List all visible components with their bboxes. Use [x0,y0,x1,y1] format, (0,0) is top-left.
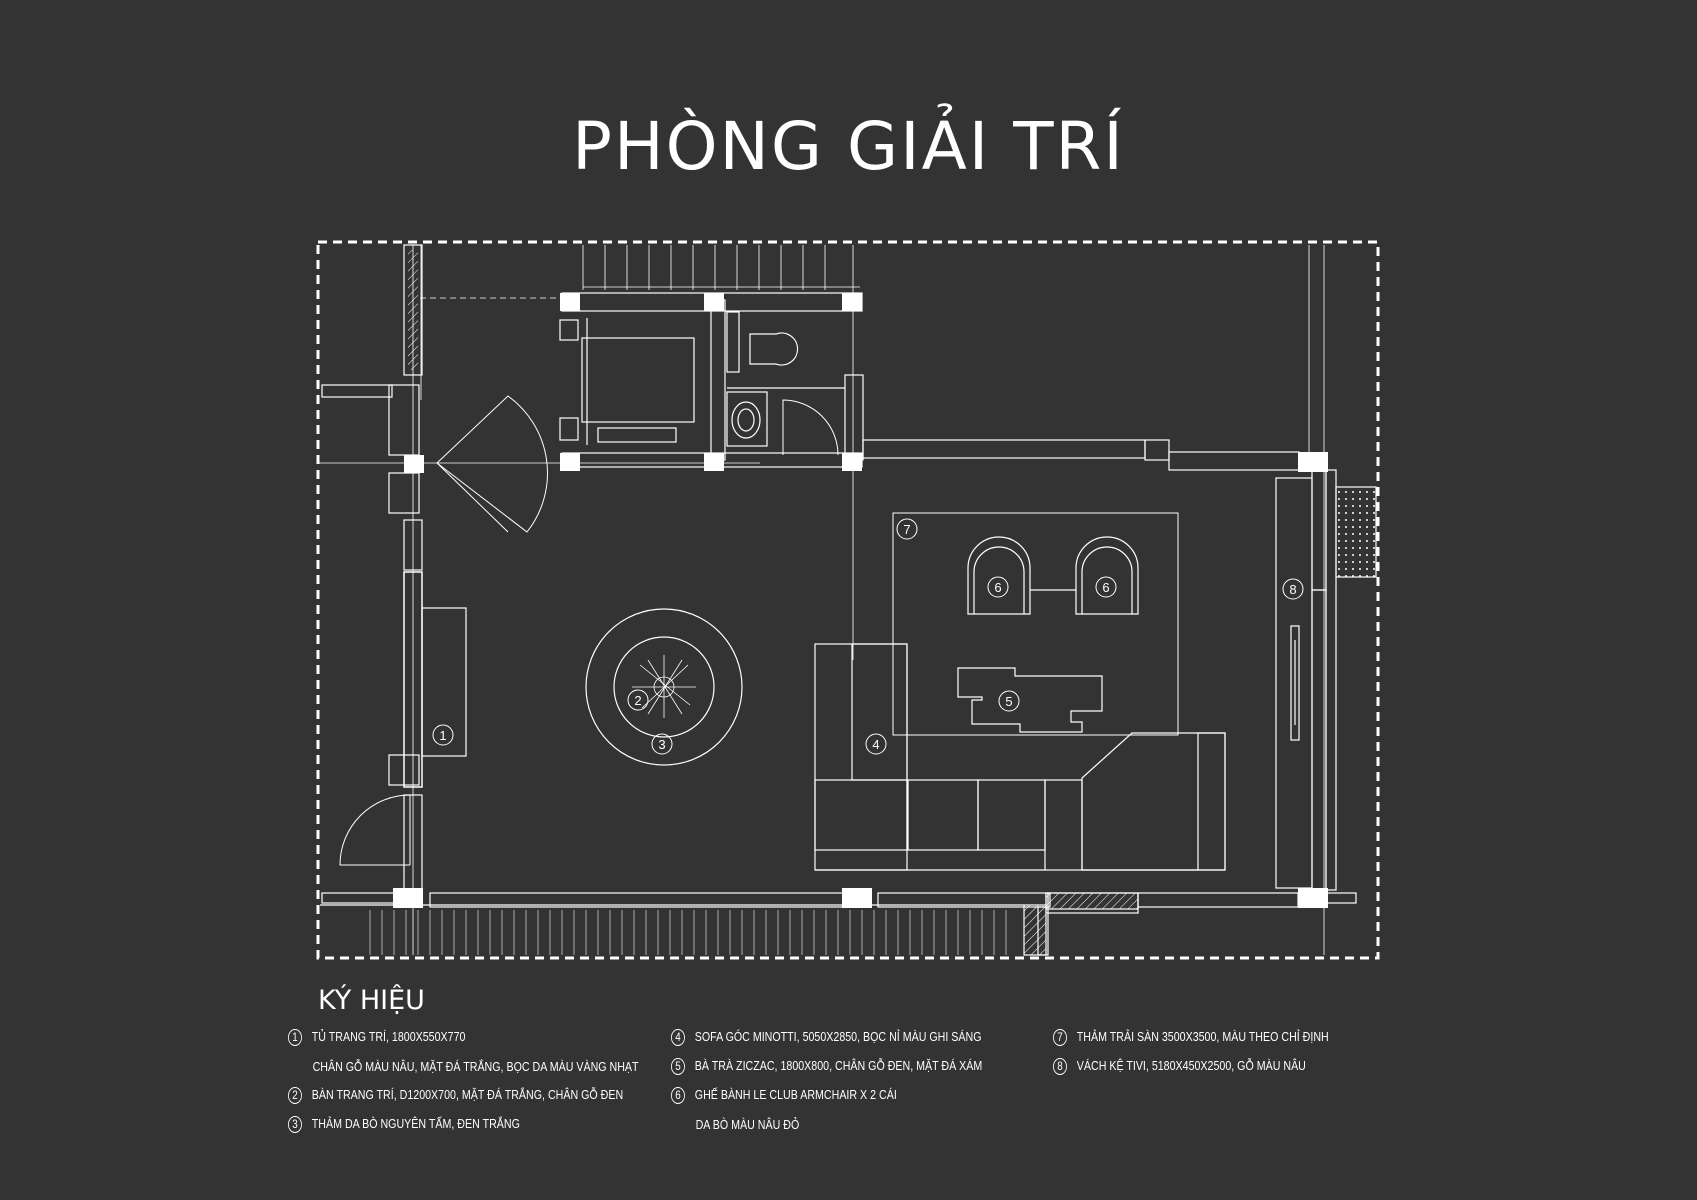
legend-item-8: 8 VÁCH KỆ TIVI, 5180X450X2500, GỖ MÀU NÂU [1053,1051,1306,1081]
floor-rug [892,512,1179,736]
marker-8 [1282,578,1304,600]
legend-text: SOFA GÓC MINOTTI, 5050X2850, BỌC NỈ MÀU … [694,1029,982,1044]
marker-1 [432,724,454,746]
page-title: PHÒNG GIẢI TRÍ [572,108,1125,185]
legend-text: CHÂN GỖ MÀU NÂU, MẶT ĐÁ TRẮNG, BỌC DA MÀ… [312,1059,639,1074]
legend-item-1: 1 TỦ TRANG TRÍ, 1800X550X770 CHÂN GỖ MÀU … [288,1022,639,1082]
marker-7 [896,518,918,540]
marker-label-4: 4 [872,737,879,752]
marker-3 [651,733,673,755]
legend-item-3: 3 THẢM DA BÒ NGUYÊN TẤM, ĐEN TRẮNG [288,1109,520,1139]
legend-text: TỦ TRANG TRÍ, 1800X550X770 [311,1029,466,1044]
legend-item-5: 5 BÀ TRÀ ZICZAC, 1800X800, CHÂN GỖ ĐEN, M… [671,1051,982,1081]
marker-5 [998,690,1020,712]
marker-2 [627,689,649,711]
marker-label-6a: 6 [994,580,1001,595]
doors [339,395,839,866]
plan-boundary [316,240,1380,960]
legend-num: 2 [288,1086,302,1104]
legend-text: GHẾ BÀNH LE CLUB ARMCHAIR X 2 CÁI [694,1087,897,1102]
bottom-stair-treads [369,910,1007,955]
legend-item-6: 6 GHẾ BÀNH LE CLUB ARMCHAIR X 2 CÁI DA BÒ… [671,1080,897,1140]
legend-num: 3 [288,1115,302,1133]
legend-num: 8 [1053,1057,1067,1075]
legend-text: BÀN TRANG TRÍ, D1200X700, MẶT ĐÁ TRẮNG, … [311,1087,624,1102]
legend-text: THẢM TRẢI SÀN 3500X3500, MÀU THEO CHỈ ĐỊ… [1076,1029,1329,1044]
marker-label-2: 2 [634,693,641,708]
round-rug [585,608,743,766]
marker-label-7: 7 [903,522,910,537]
legend-num: 6 [671,1086,685,1104]
marker-label-5: 5 [1005,694,1012,709]
legend-text: DA BÒ MÀU NÂU ĐỎ [695,1117,800,1132]
storage-interior [559,318,695,445]
marker-label-6b: 6 [1102,580,1109,595]
plant [632,655,696,718]
marker-6b [1095,576,1117,598]
grid-axes [318,245,1325,955]
wall-hatch-left [408,250,418,370]
legend-item-7: 7 THẢM TRẢI SÀN 3500X3500, MÀU THEO CHỈ Đ… [1053,1022,1329,1052]
toilet-interior [726,311,845,447]
legend-title: KÝ HIỆU [318,985,425,1016]
corner-sofa [814,643,1226,871]
decor-cabinet [421,607,467,757]
legend-text: THẢM DA BÒ NGUYÊN TẤM, ĐEN TRẮNG [311,1116,520,1131]
walls [320,244,1357,956]
marker-4 [865,733,887,755]
marker-6a [987,576,1009,598]
legend-text: VÁCH KỆ TIVI, 5180X450X2500, GỖ MÀU NÂU [1076,1058,1306,1073]
legend-text: BÀ TRÀ ZICZAC, 1800X800, CHÂN GỖ ĐEN, MẶ… [694,1058,983,1073]
wall-hatch-upper [1045,892,1139,910]
legend-item-2: 2 BÀN TRANG TRÍ, D1200X700, MẶT ĐÁ TRẮNG,… [288,1080,623,1110]
columns [393,293,1328,908]
dotted-panel [1335,486,1377,578]
marker-label-3: 3 [658,737,665,752]
legend-num: 4 [671,1028,685,1046]
coffee-table [957,667,1103,733]
stair-treads [582,245,860,290]
legend-num: 5 [671,1057,685,1075]
legend-num: 1 [288,1028,302,1046]
tv-wall [1275,477,1313,889]
marker-labels: 1 2 3 4 5 6 6 7 8 [439,522,1296,752]
legend-item-4: 4 SOFA GÓC MINOTTI, 5050X2850, BỌC NỈ MÀU… [671,1022,981,1052]
armchairs [967,536,1139,615]
marker-label-1: 1 [439,728,446,743]
legend-num: 7 [1053,1028,1067,1046]
markers [432,518,1304,755]
marker-label-8: 8 [1289,582,1296,597]
